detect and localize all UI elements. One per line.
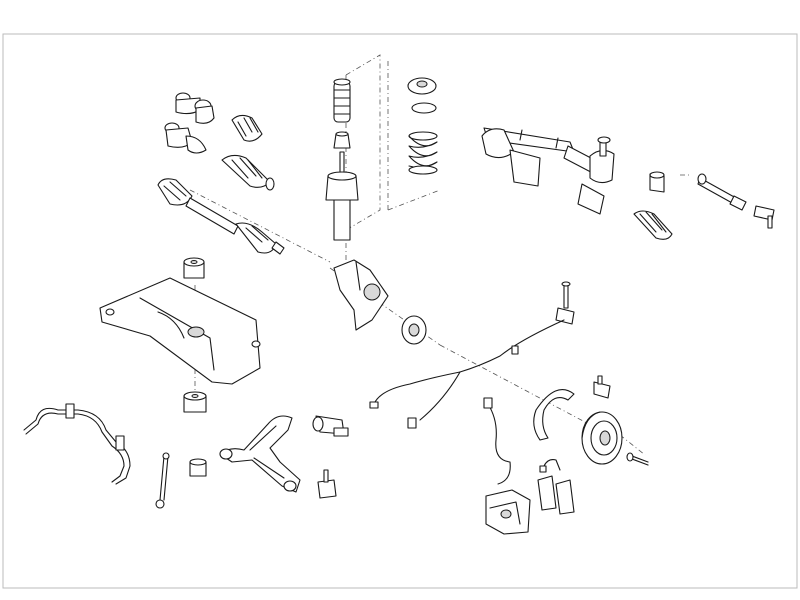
ball-joint — [317, 469, 337, 499]
diagram-frame — [2, 33, 798, 589]
brake-caliper — [485, 489, 531, 535]
cv-boot — [221, 114, 275, 191]
tie-rod — [697, 173, 747, 211]
brake-disc — [581, 411, 623, 465]
strut-boot — [333, 78, 351, 123]
steering-rack — [481, 127, 615, 215]
rack-boot — [633, 210, 673, 240]
wear-sensor — [539, 459, 561, 473]
disc-bolt — [626, 452, 649, 466]
tie-rod-end — [753, 205, 775, 229]
shock-absorber — [325, 151, 359, 241]
stabilizer-link — [155, 452, 170, 509]
coil-spring — [408, 131, 438, 175]
brake-pads — [537, 475, 575, 515]
wheel-bearing — [401, 315, 427, 345]
assembly-guide-lines — [189, 54, 690, 456]
bracket — [593, 375, 611, 399]
subframe — [99, 277, 261, 385]
rack-mount-bush — [649, 171, 665, 193]
drive-shaft — [157, 178, 285, 255]
sway-bar — [23, 403, 131, 485]
top-mount — [407, 77, 437, 114]
abs-sensor — [555, 281, 575, 325]
wheel-hub-carrier — [333, 259, 389, 331]
control-arm — [219, 415, 301, 493]
sway-bar-bush — [189, 458, 207, 477]
bump-stop — [333, 131, 351, 149]
brake-hose — [483, 397, 511, 485]
subframe-bush — [183, 257, 207, 413]
arm-bush — [312, 415, 349, 437]
abs-cable — [369, 319, 565, 429]
splash-shield — [533, 389, 575, 441]
boot-kit — [164, 92, 215, 154]
